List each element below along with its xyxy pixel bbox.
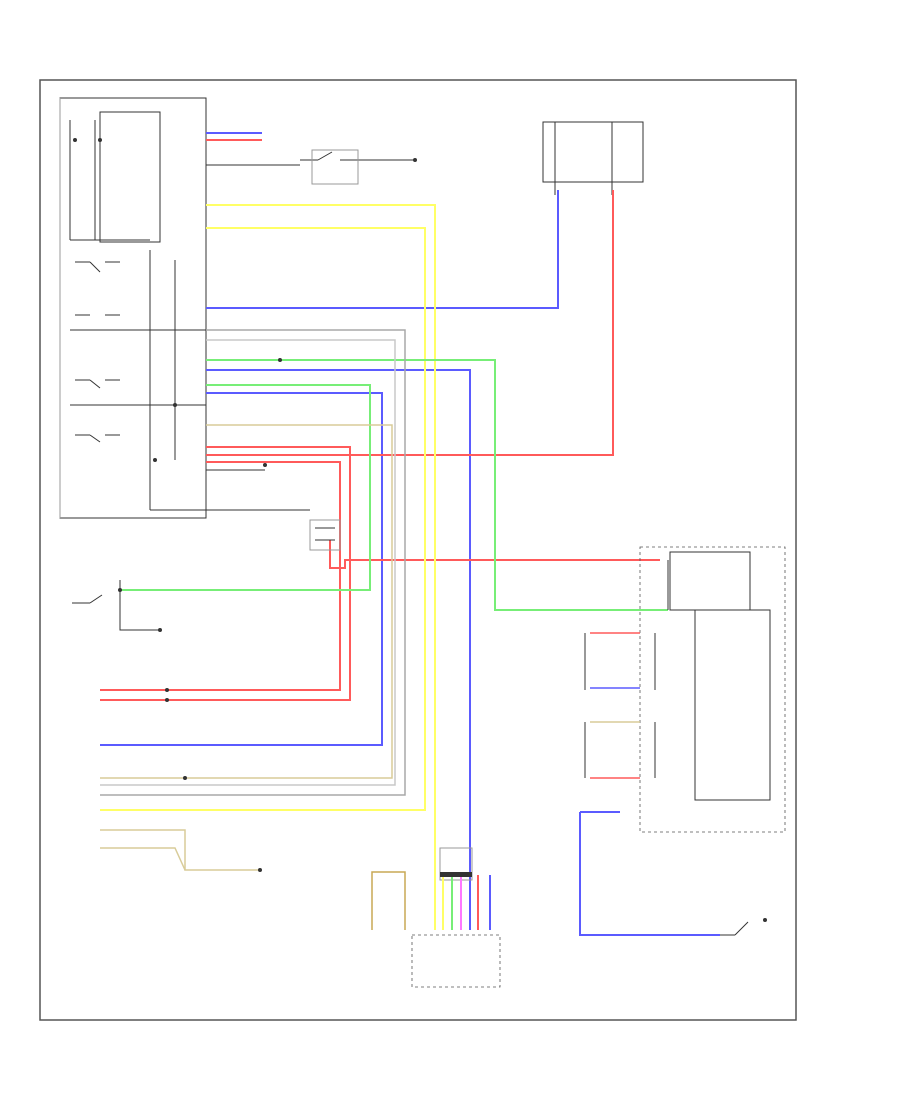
under-dash-fuse-box [59, 97, 207, 519]
tailgate-switch [720, 918, 767, 936]
wire-yellow-1 [206, 204, 436, 930]
wire-gray-2 [100, 339, 396, 786]
wire-red-4 [329, 540, 660, 569]
wire-tan-3 [100, 847, 186, 871]
keyless-entry-receiver [411, 847, 501, 988]
combination-meter [542, 121, 644, 195]
ignition-switch [300, 149, 417, 185]
driver-door-lock-switch [72, 588, 162, 632]
wire-blue-4 [100, 392, 383, 746]
wire-red-2 [100, 446, 351, 701]
right-rear-door-lock-actuator [584, 721, 656, 779]
diagram-frame [39, 79, 797, 1021]
wire-black-5 [119, 580, 160, 631]
door-switches [75, 261, 120, 443]
wire-yellow-2 [100, 227, 426, 811]
wire-tan-1 [100, 424, 393, 779]
wire-tan-2 [100, 829, 260, 871]
wire-blue-5 [579, 812, 720, 936]
wire-blue-2 [206, 190, 559, 309]
left-rear-door-lock-actuator [584, 632, 656, 690]
connector-dots [165, 358, 282, 872]
wire-red-5 [100, 461, 341, 691]
wire-gray-1 [100, 329, 406, 796]
wire-blue-3 [206, 369, 471, 930]
power-door-lock-control-unit [639, 546, 786, 833]
wire-red-3 [206, 190, 614, 456]
wire-green-1 [206, 359, 668, 611]
left-front-door-lock-actuator [309, 519, 341, 551]
wire-green-2 [120, 384, 371, 591]
wire-tan-4 [371, 871, 406, 930]
